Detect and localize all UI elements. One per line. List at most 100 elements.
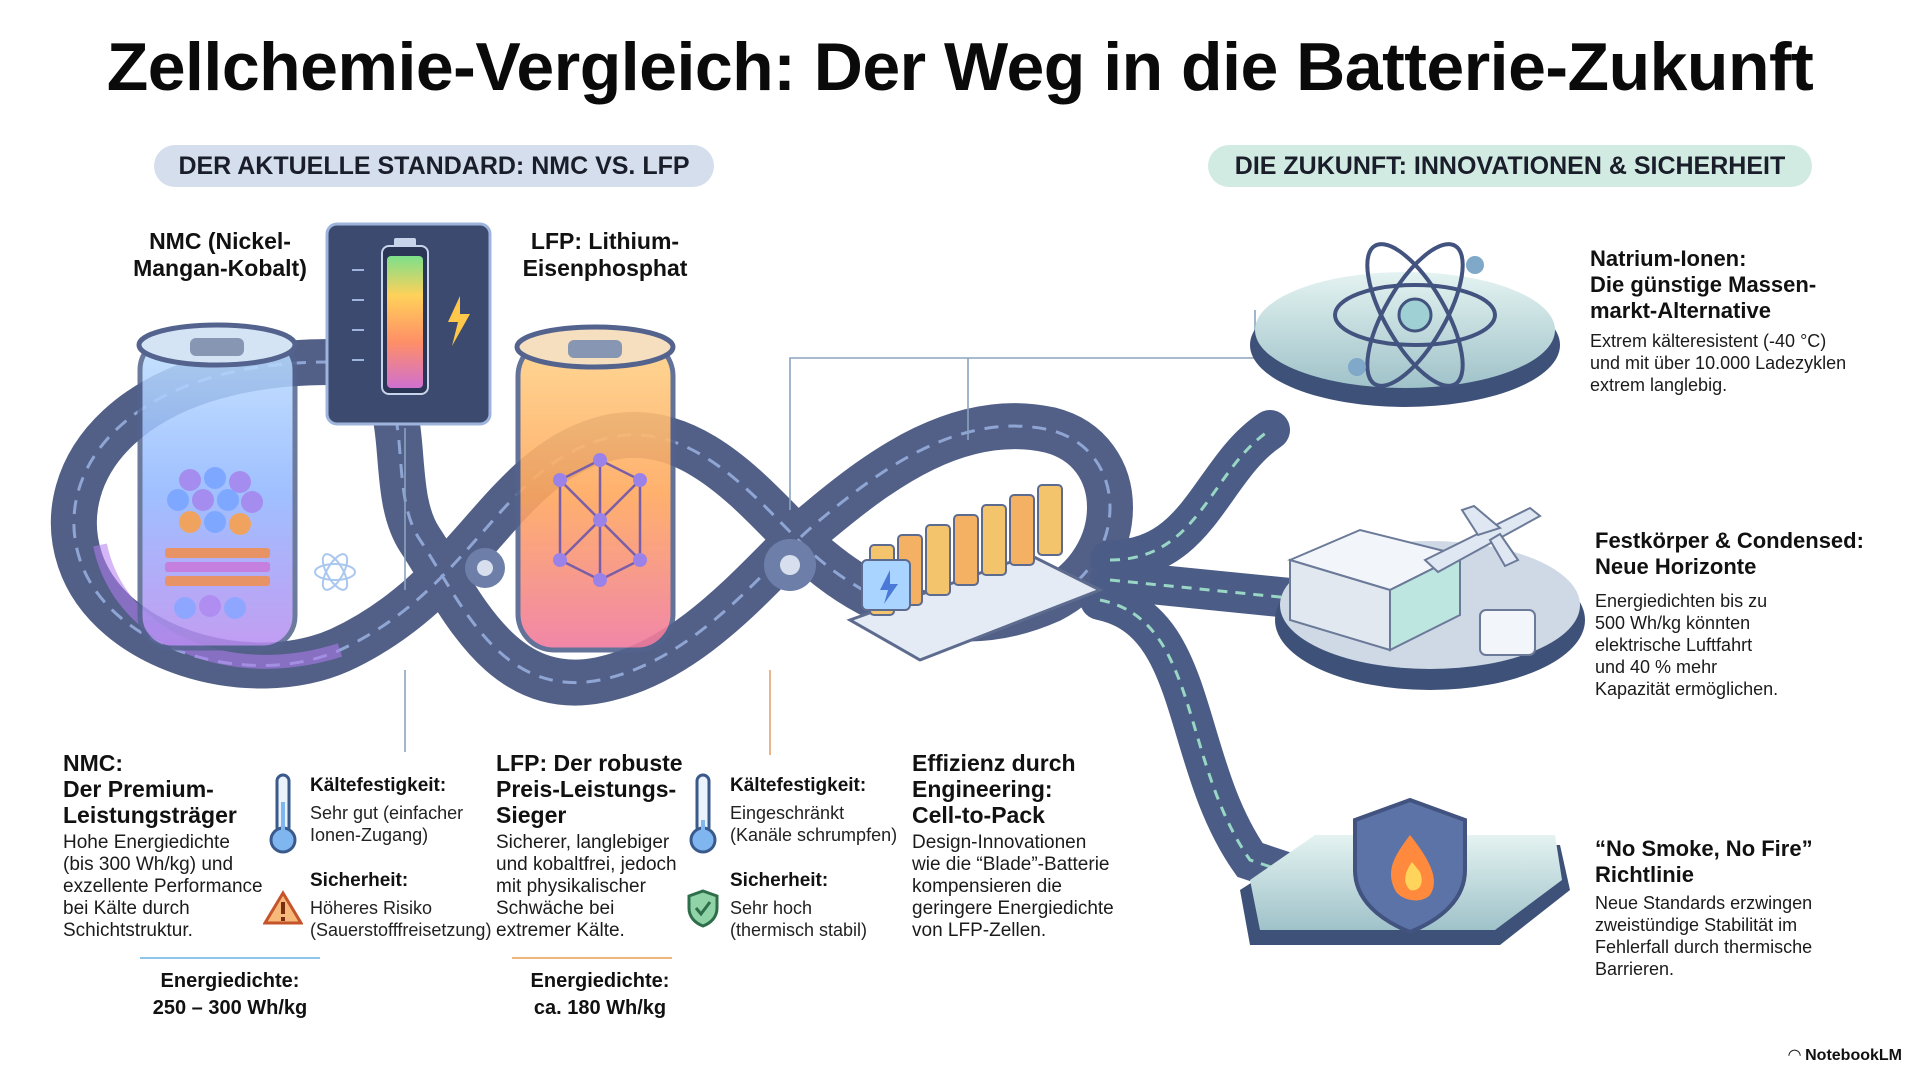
lfp-desc-line4: Schwäche bei bbox=[496, 898, 615, 919]
nmc-safety-desc-line1: Höheres Risiko bbox=[310, 898, 433, 918]
nmc-cold-title: Kältefestigkeit: bbox=[310, 775, 447, 796]
lfp-safety-title: Sicherheit: bbox=[730, 870, 829, 891]
battery-level-card bbox=[325, 222, 492, 426]
nmc-heading-line3: Leistungsträger bbox=[63, 802, 237, 828]
solid-heading-line2: Neue Horizonte bbox=[1595, 554, 1757, 579]
nmc-desc-line3: exzellente Performance bbox=[63, 876, 263, 897]
nmc-safety-desc: Höheres Risiko (Sauerstofffreisetzung) bbox=[310, 897, 491, 941]
lfp-desc-line1: Sicherer, langlebiger bbox=[496, 832, 670, 853]
lfp-cell-label-line2: Eisenphosphat bbox=[522, 255, 688, 281]
nmc-heading-line2: Der Premium- bbox=[63, 776, 214, 802]
lfp-heading-line1: LFP: Der robuste bbox=[496, 750, 683, 776]
ctp-heading: Effizienz durch Engineering: Cell-to-Pac… bbox=[912, 750, 1076, 828]
section-pill-future: DIE ZUKUNFT: INNOVATIONEN & SICHERHEIT bbox=[1208, 145, 1812, 187]
lfp-safety-desc-line1: Sehr hoch bbox=[730, 898, 813, 918]
ctp-desc-line4: geringere Energiedichte bbox=[912, 898, 1114, 919]
lfp-cold-desc-line2: (Kanäle schrumpfen) bbox=[730, 825, 898, 845]
ctp-heading-line1: Effizienz durch bbox=[912, 750, 1076, 776]
nmc-cell-illustration bbox=[136, 322, 298, 651]
lfp-cold-desc-line1: Eingeschränkt bbox=[730, 803, 845, 823]
atom-icon-small bbox=[314, 553, 356, 591]
lfp-heading-line2: Preis-Leistungs- bbox=[496, 776, 677, 802]
lfp-desc-line2: und kobaltfrei, jedoch bbox=[496, 854, 677, 875]
lfp-desc-line3: mit physikalischer bbox=[496, 876, 646, 897]
no-smoke-description: Neue Standards erzwingen zweistündige St… bbox=[1595, 892, 1812, 980]
ctp-description: Design-Innovationen wie die “Blade”-Batt… bbox=[912, 832, 1114, 942]
page-title: Zellchemie-Vergleich: Der Weg in die Bat… bbox=[106, 29, 1814, 105]
nosmoke-desc-line2: zweistündige Stabilität im bbox=[1595, 915, 1798, 935]
thermometer-cold-icon bbox=[689, 773, 717, 854]
lfp-cold-desc: Eingeschränkt (Kanäle schrumpfen) bbox=[730, 802, 897, 846]
lfp-description: Sicherer, langlebiger und kobaltfrei, je… bbox=[496, 832, 677, 942]
nmc-heading-line1: NMC: bbox=[63, 750, 124, 776]
solid-desc-line1: Energiedichten bis zu bbox=[1595, 591, 1768, 611]
nmc-safety-desc-line2: (Sauerstofffreisetzung) bbox=[310, 920, 492, 940]
ctp-heading-line2: Engineering: bbox=[912, 776, 1053, 802]
lfp-divider bbox=[512, 957, 672, 959]
airplane-icon bbox=[1423, 504, 1542, 574]
solid-desc-line3: elektrische Luftfahrt bbox=[1595, 635, 1753, 655]
lfp-heading: LFP: Der robuste Preis-Leistungs- Sieger bbox=[496, 750, 683, 828]
sodium-heading-line1: Natrium-Ionen: bbox=[1590, 246, 1747, 271]
solid-state-heading: Festkörper & Condensed: Neue Horizonte bbox=[1595, 528, 1864, 580]
nosmoke-desc-line4: Barrieren. bbox=[1595, 959, 1675, 979]
notebooklm-watermark: ◠ NotebookLM bbox=[1788, 1045, 1902, 1065]
lfp-heading-line3: Sieger bbox=[496, 802, 567, 828]
watermark-text: NotebookLM bbox=[1805, 1047, 1902, 1064]
solid-state-description: Energiedichten bis zu 500 Wh/kg könnten … bbox=[1595, 590, 1778, 700]
nmc-description: Hohe Energiedichte (bis 300 Wh/kg) und e… bbox=[63, 832, 263, 942]
thermometer-icon bbox=[269, 773, 297, 854]
nosmoke-desc-line1: Neue Standards erzwingen bbox=[1595, 893, 1813, 913]
no-smoke-heading: “No Smoke, No Fire” Richtlinie bbox=[1595, 836, 1813, 888]
sodium-desc-line3: extrem langlebig. bbox=[1590, 375, 1728, 395]
lfp-cell-label: LFP: Lithium- Eisenphosphat bbox=[505, 228, 705, 282]
sodium-desc-line2: und mit über 10.000 Ladezyklen bbox=[1590, 353, 1847, 373]
sodium-heading: Natrium-Ionen: Die günstige Massen- mark… bbox=[1590, 246, 1816, 324]
warning-icon bbox=[263, 890, 303, 925]
nmc-cell-label-line2: Mangan-Kobalt) bbox=[133, 255, 307, 281]
nosmoke-heading-line1: “No Smoke, No Fire” bbox=[1595, 836, 1813, 861]
nmc-cold-desc: Sehr gut (einfacher Ionen-Zugang) bbox=[310, 802, 463, 846]
nmc-desc-line2: (bis 300 Wh/kg) und bbox=[63, 854, 234, 875]
nmc-energy-label: Energiedichte: bbox=[160, 970, 300, 992]
solid-state-platform bbox=[1275, 504, 1585, 690]
notebooklm-logo-icon: ◠ bbox=[1788, 1047, 1806, 1064]
solid-heading-line1: Festkörper & Condensed: bbox=[1595, 528, 1864, 553]
nmc-cold-desc-line2: Ionen-Zugang) bbox=[310, 825, 429, 845]
cell-to-pack-module bbox=[846, 484, 1104, 662]
shield-check-icon bbox=[687, 889, 719, 928]
nmc-cell-label-line1: NMC (Nickel- bbox=[149, 228, 291, 254]
nmc-desc-line1: Hohe Energiedichte bbox=[63, 832, 230, 853]
gear-icon bbox=[465, 539, 816, 591]
lfp-cell-illustration bbox=[514, 324, 676, 653]
sodium-desc-line1: Extrem kälteresistent (-40 °C) bbox=[1590, 331, 1827, 351]
lfp-energy-value: ca. 180 Wh/kg bbox=[533, 997, 667, 1019]
section-pill-current-standard: DER AKTUELLE STANDARD: NMC VS. LFP bbox=[154, 145, 714, 187]
nosmoke-desc-line3: Fehlerfall durch thermische bbox=[1595, 937, 1813, 957]
solid-desc-line2: 500 Wh/kg könnten bbox=[1595, 613, 1751, 633]
solid-desc-line5: Kapazität ermöglichen. bbox=[1595, 679, 1779, 699]
nmc-desc-line5: Schichtstruktur. bbox=[63, 920, 193, 941]
ctp-desc-line3: kompensieren die bbox=[912, 876, 1062, 897]
nmc-safety-title: Sicherheit: bbox=[310, 870, 409, 891]
ctp-desc-line1: Design-Innovationen bbox=[912, 832, 1087, 853]
nmc-energy-value: 250 – 300 Wh/kg bbox=[152, 997, 308, 1019]
lfp-energy-label: Energiedichte: bbox=[530, 970, 670, 992]
lfp-desc-line5: extremer Kälte. bbox=[496, 920, 625, 941]
lfp-safety-desc: Sehr hoch (thermisch stabil) bbox=[730, 897, 867, 941]
nmc-cell-label: NMC (Nickel- Mangan-Kobalt) bbox=[120, 228, 320, 282]
lfp-cell-label-line1: LFP: Lithium- bbox=[530, 228, 680, 254]
nmc-cold-desc-line1: Sehr gut (einfacher bbox=[310, 803, 464, 823]
sodium-description: Extrem kälteresistent (-40 °C) und mit ü… bbox=[1590, 330, 1846, 396]
nmc-divider bbox=[140, 957, 320, 959]
nosmoke-heading-line2: Richtlinie bbox=[1595, 862, 1695, 887]
lfp-cold-title: Kältefestigkeit: bbox=[730, 775, 867, 796]
sodium-heading-line3: markt-Alternative bbox=[1590, 298, 1771, 323]
ctp-desc-line2: wie die “Blade”-Batterie bbox=[912, 854, 1110, 875]
solid-desc-line4: und 40 % mehr bbox=[1595, 657, 1718, 677]
ctp-heading-line3: Cell-to-Pack bbox=[912, 802, 1045, 828]
sodium-heading-line2: Die günstige Massen- bbox=[1590, 272, 1817, 297]
nmc-desc-line4: bei Kälte durch bbox=[63, 898, 190, 919]
ctp-desc-line5: von LFP-Zellen. bbox=[912, 920, 1047, 941]
